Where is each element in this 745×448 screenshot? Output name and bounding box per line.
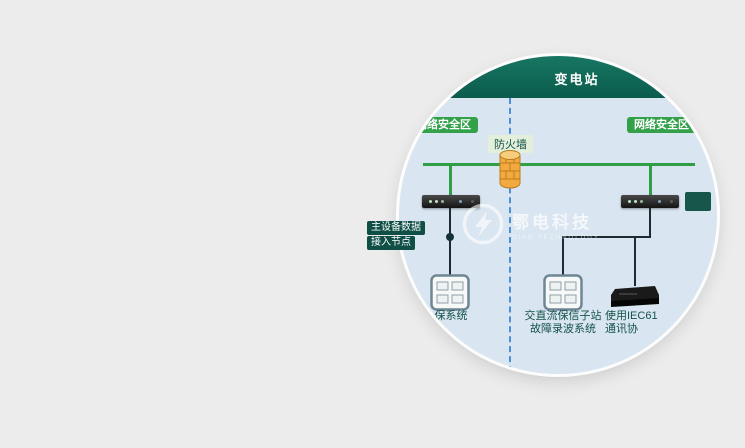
substation-title: 变电站: [554, 72, 600, 87]
cable-recorder-drop: [634, 236, 636, 286]
relay-device-middle-icon: [543, 274, 583, 311]
firewall-icon: [499, 149, 521, 189]
switch-led-icons: [628, 200, 631, 203]
substation-header-band: [399, 56, 717, 98]
network-bus-line: [423, 163, 695, 166]
access-node-dot: [446, 233, 454, 241]
cable-left-drop: [449, 208, 451, 275]
watermark-title: 鄂电科技: [512, 212, 592, 232]
device-label-right: 使用IEC61 通讯协: [605, 310, 695, 336]
security-zone-label-left: 网络安全区: [409, 117, 478, 133]
access-node-badge-line1: 主设备数据: [367, 221, 425, 235]
network-switch-right-icon: [621, 195, 679, 208]
device-label-middle-line2: 故障录波系统: [530, 323, 596, 335]
device-label-right-line1: 使用IEC61: [605, 310, 658, 322]
cable-right-drop: [649, 208, 651, 238]
cable-horizontal: [562, 236, 651, 238]
watermark-logo-icon: [462, 203, 504, 245]
bus-drop-right: [649, 164, 652, 197]
security-zone-label-right: 网络安全区: [627, 117, 696, 133]
magnifier-circle: 变电站 网络安全区 网络安全区 防火墙: [399, 56, 717, 374]
device-label-left: 保系统: [434, 310, 468, 322]
watermark: 鄂电科技 DIAN TECHNOLOGY: [461, 202, 600, 246]
relay-device-left-icon: [430, 274, 470, 311]
switch-led-icons: [429, 200, 432, 203]
access-node-badge-line2: 接入节点: [367, 236, 415, 250]
device-label-middle-line1: 交直流保信子站: [524, 310, 602, 322]
clipped-badge-right: [685, 192, 711, 211]
device-label-middle: 交直流保信子站 故障录波系统: [515, 310, 611, 336]
bus-drop-left: [449, 164, 452, 197]
network-switch-left-icon: [422, 195, 480, 208]
device-label-right-line2: 通讯协: [605, 323, 638, 335]
zone-boundary-dashed-line: [509, 98, 511, 372]
firewall-label: 防火墙: [488, 135, 533, 153]
recorder-device-icon: [609, 285, 661, 309]
cable-middle-drop: [562, 236, 564, 275]
